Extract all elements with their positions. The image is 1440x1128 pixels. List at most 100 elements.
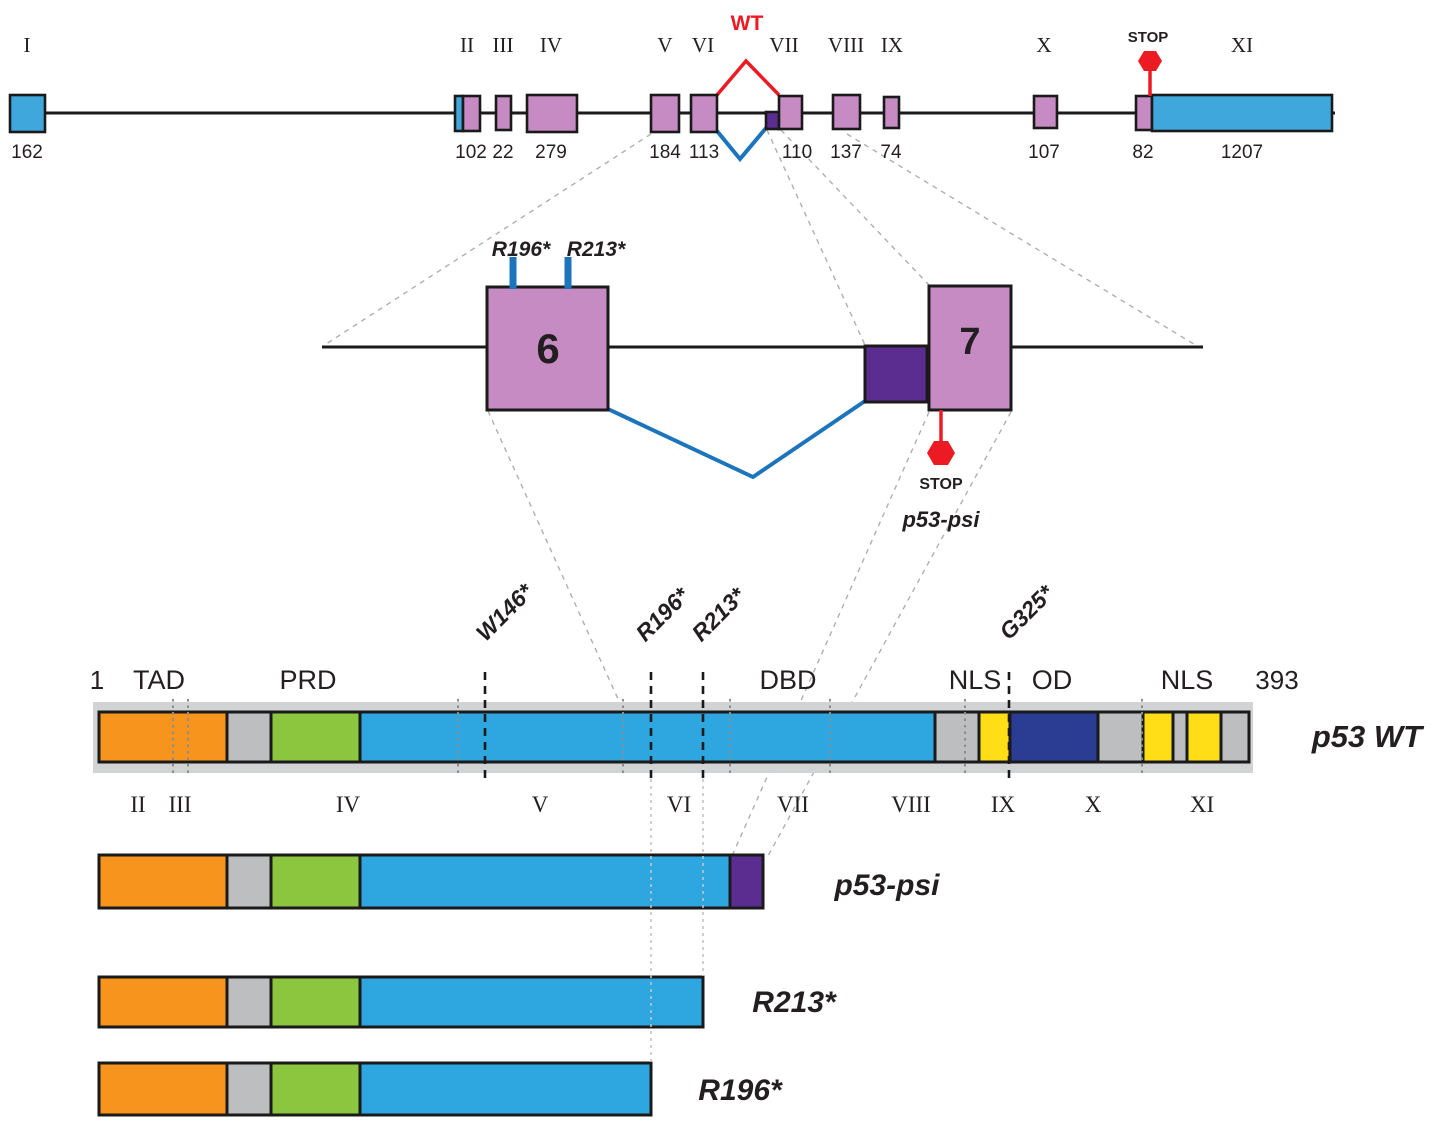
domain-label-dbd: DBD [759,665,816,695]
gene-stop-label: STOP [1128,29,1169,46]
mutation-dashed-lines [483,672,1011,778]
exon-numeral: V [657,33,672,57]
gene-exon-numerals: I II III IV V VI VII VIII IX X XI [24,33,1254,57]
protein-exon-numeral: XI [1190,792,1214,817]
truncation-guide-lines [650,779,704,1062]
connector-zoomexon7-to-psi-left [731,411,930,857]
stop-hexagon-icon-zoom [927,441,955,465]
domain-label-od: OD [1032,665,1073,695]
isoform-tad-segment [97,1061,229,1117]
exon-1-box [8,93,47,134]
exon-numeral: X [1036,33,1051,57]
protein-exon-numeral: VI [667,792,691,817]
wt-label: WT [731,12,764,35]
exon-4-box [525,93,579,134]
domain-prd-segment [269,710,362,764]
domain-od-segment [1008,710,1100,764]
zoom-track: R196* R213* 6 7 STOP p53-psi [322,238,1203,532]
exon-5-box [649,93,681,134]
domain-tad-segment [97,710,229,764]
protein-exon-numeral: V [532,792,549,817]
linker-segment [1171,710,1189,764]
protein-exon-numeral: X [1085,792,1102,817]
exon-size: 102 [455,142,487,163]
zoom-exon-6-box [485,285,610,412]
protein-mutation-label: W146* [471,578,539,646]
zoom-connector-lines [322,129,1198,857]
isoform-tad-segment [97,853,229,910]
protein-exon-numeral: II [130,792,145,817]
linker-segment [1096,710,1145,764]
domain-dbd-segment [358,710,937,764]
domain-label-nls: NLS [949,665,1002,695]
zoom-exon-7-number: 7 [959,321,980,363]
connector-zoomexon6-to-protein [487,410,624,711]
exon-numeral: IV [540,33,562,57]
protein-mutation-label: R196* [631,582,695,646]
isoform-name-label: R196* [698,1074,783,1107]
domain-nls-segment [977,710,1012,764]
exon-size: 82 [1132,142,1153,163]
exon-size: 184 [649,142,681,163]
exon-7-box [777,94,804,131]
exon-numeral: I [24,33,31,57]
retained-intron-box [764,110,781,131]
exon-2-box [461,94,482,133]
linker-segment [225,710,273,764]
gene-track: STOP WT I II III IV V VI VII VIII IX X X… [8,12,1335,163]
exon-6-box [689,93,719,134]
isoform-p53-psi-bar: p53-psi [97,853,940,910]
zoom-mutation-label: R196* [492,238,551,261]
isoform-r196-bar: R196* [97,1061,783,1117]
exon-9-box [882,95,901,130]
exon-size: 74 [880,142,902,163]
exon-size: 113 [689,142,719,163]
isoform-psi-tail-segment [728,853,765,910]
domain-nls2-segment [1185,710,1223,764]
zoom-exon-7-box [927,284,1013,412]
zoom-exon-6-number: 6 [536,325,559,372]
zoom-isoform-label: p53-psi [901,507,980,532]
exon-numeral: XI [1231,33,1253,57]
exon-11-coding-box [1134,94,1154,132]
domain-label-tad: TAD [133,665,185,695]
isoform-name-label: p53-psi [833,869,940,902]
isoform-dbd-segment [358,975,705,1029]
protein-track: W146* R196* R213* G325* 1 TAD PRD DBD NL… [90,578,1425,817]
exon-numeral: VI [692,33,714,57]
domain-label-prd: PRD [279,665,336,695]
stop-hexagon-icon [1138,51,1162,71]
exon-numeral: VIII [828,33,864,57]
protein-exon-numeral: VIII [891,792,931,817]
exon-10-box [1032,94,1059,130]
gene-exon-sizes: 162 102 22 279 184 113 110 137 74 107 82… [11,142,1263,163]
exon-numeral: II [460,33,474,57]
isoform-prd-segment [269,853,362,910]
exon-size: 279 [535,142,567,163]
exon-numeral: IX [881,33,903,57]
connector-exon8-to-zoomline-right [846,133,1198,347]
connector-zoomexon7-to-psi-right [767,411,1012,857]
exon-size: 22 [492,142,513,163]
isoform-linker-segment [225,975,273,1029]
exon-8-box [831,93,862,131]
exon-size: 137 [830,142,862,163]
linker-segment [1219,710,1251,764]
protein-start-position: 1 [90,665,104,695]
zoom-mutation-label: R213* [567,238,626,261]
isoform-name-label: R213* [752,986,837,1019]
domain-label-nls2: NLS [1161,665,1214,695]
isoform-prd-segment [269,975,362,1029]
isoform-dbd-segment [358,853,732,910]
isoform-r213-bar: R213* [97,975,837,1029]
exon-3-box [494,94,513,132]
protein-end-position: 393 [1255,665,1298,695]
isoform-prd-segment [269,1061,362,1117]
zoom-retained-intron-box [863,344,929,404]
protein-exon-numeral: IX [991,792,1016,817]
protein-name-label: p53 WT [1311,719,1425,754]
domain-nls2-segment [1141,710,1175,764]
protein-exon-numeral: VII [777,792,809,817]
